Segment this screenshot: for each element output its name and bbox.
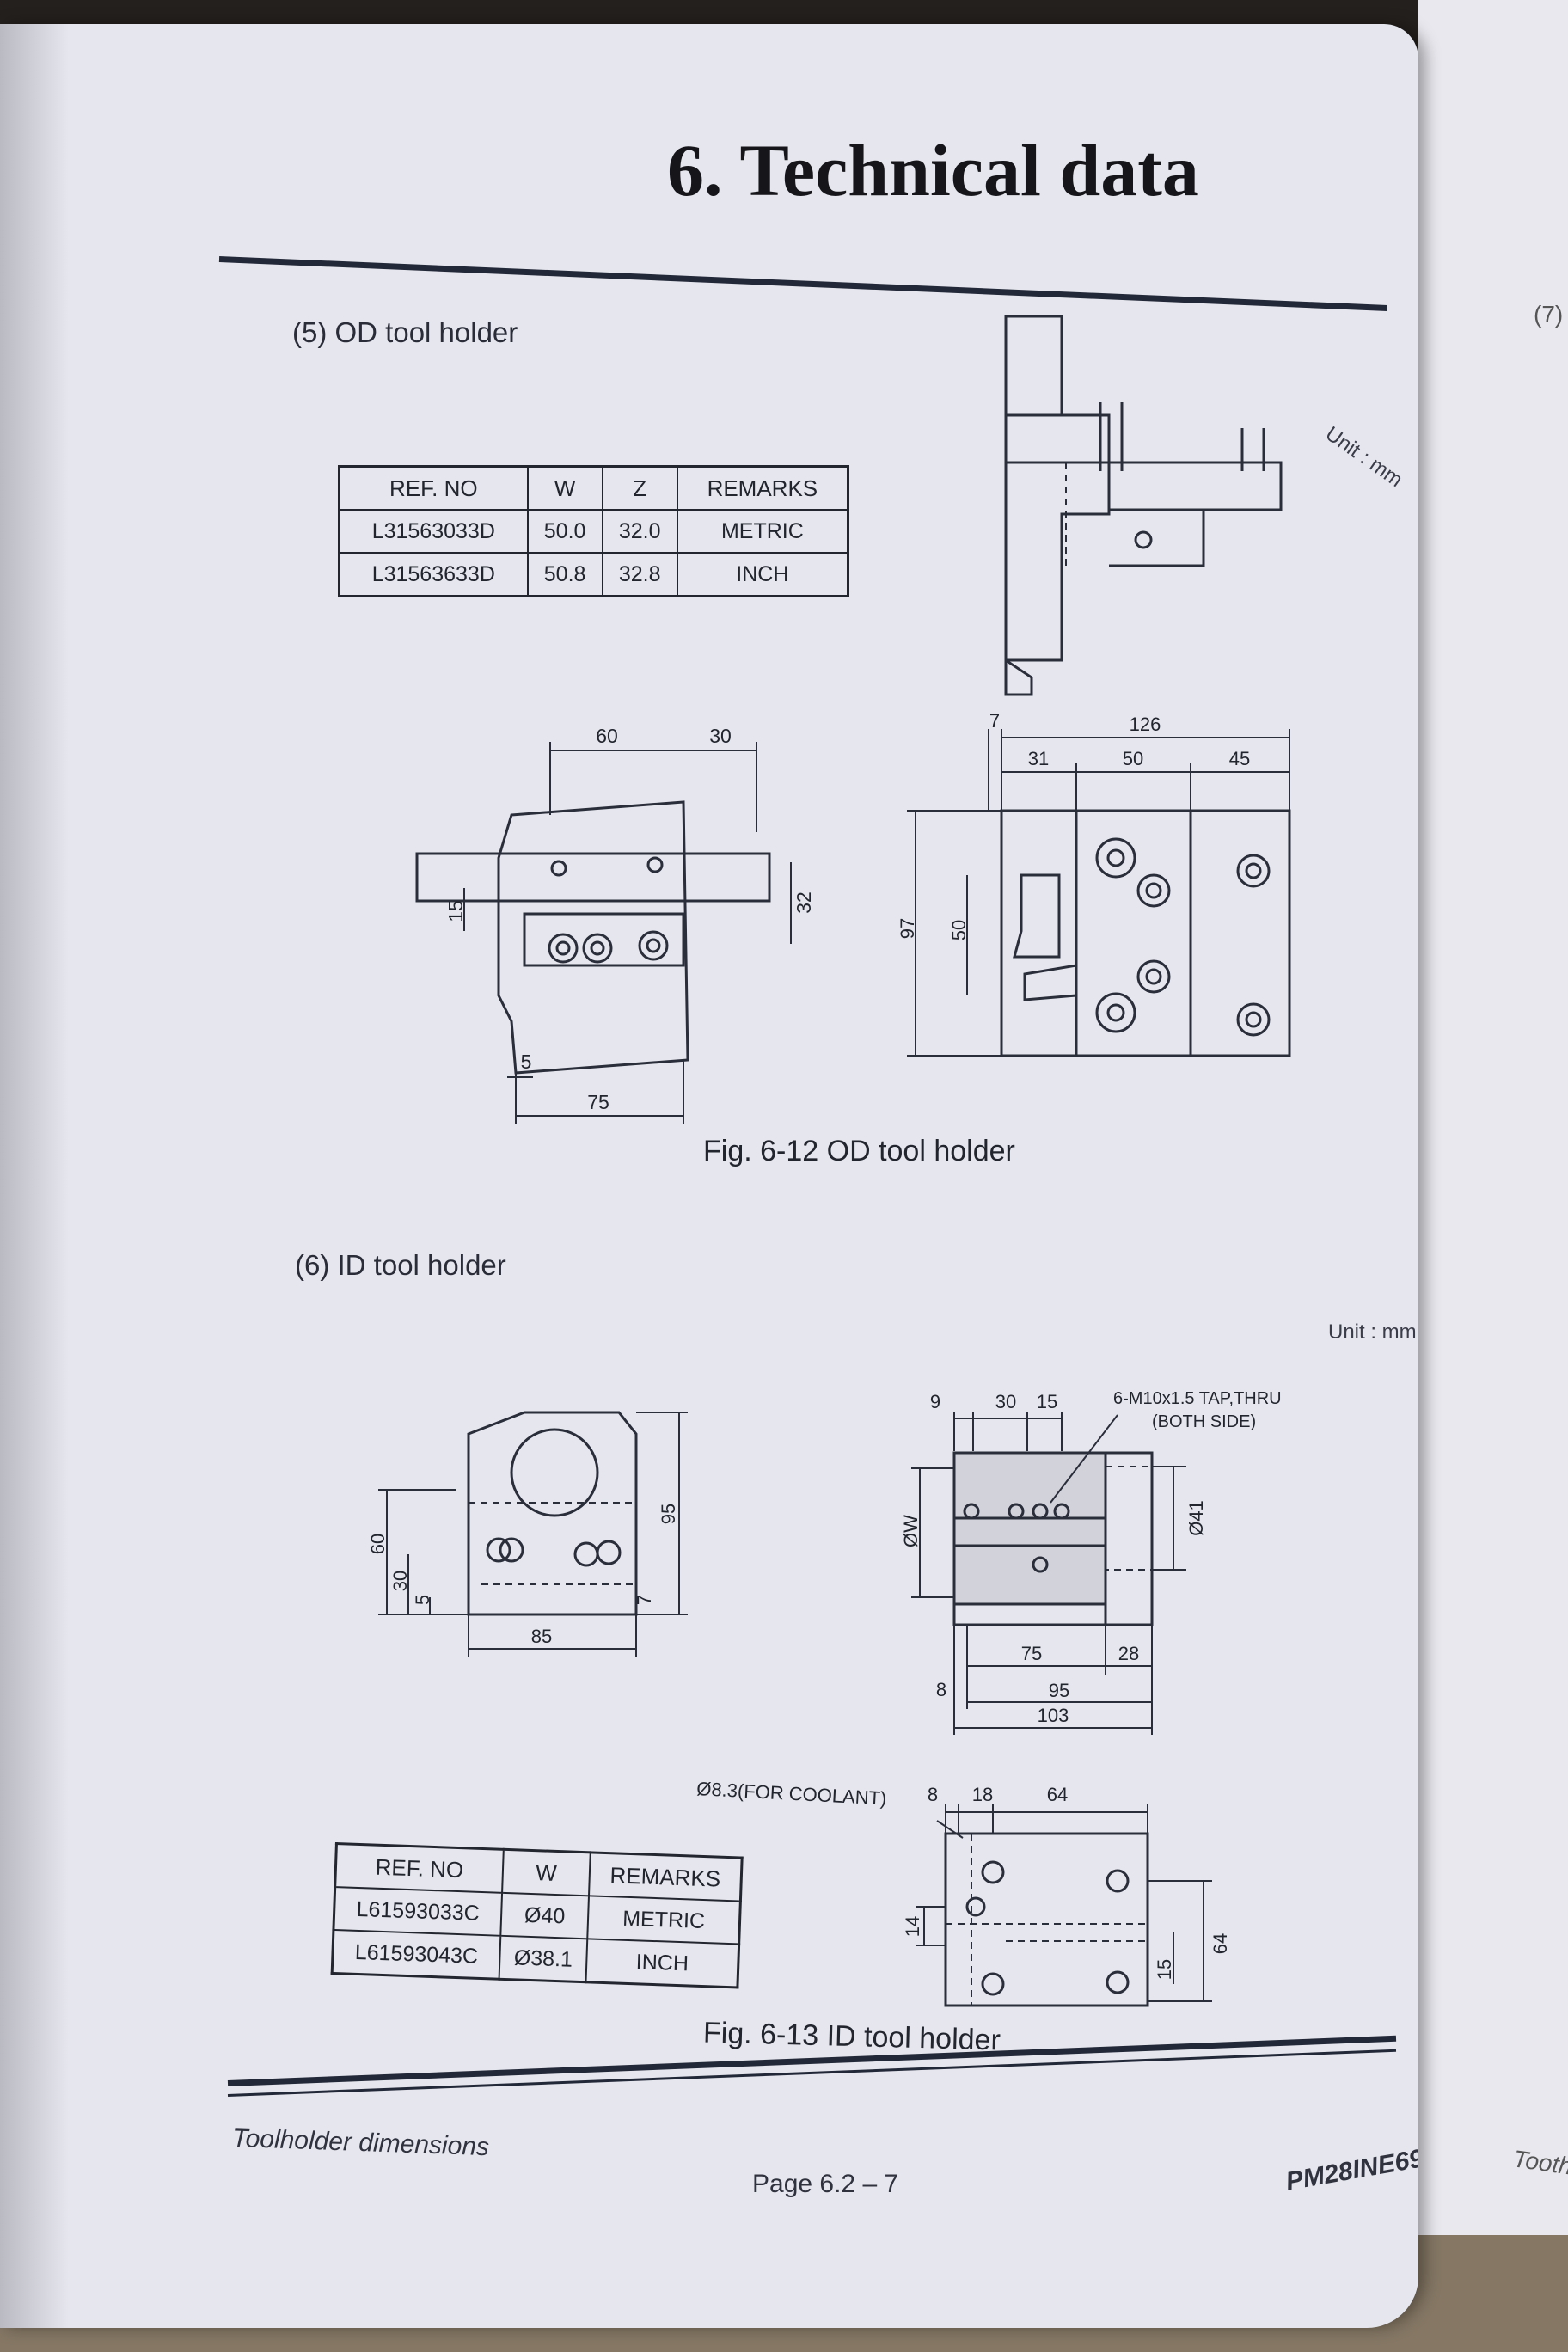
dim-9: 9 xyxy=(930,1391,940,1412)
table-header-cell: W xyxy=(526,465,603,511)
dim-95: 95 xyxy=(1049,1680,1069,1701)
table-cell: 32.8 xyxy=(601,552,678,597)
table-header-cell: REMARKS xyxy=(589,1852,743,1902)
adjacent-page-heading: (7) xyxy=(1534,301,1564,328)
page-title: 6. Technical data xyxy=(667,129,1199,211)
table-cell: INCH xyxy=(585,1939,739,1988)
table-cell: 50.0 xyxy=(526,509,603,554)
page-gutter-shadow xyxy=(0,24,69,2328)
table-header-cell: REMARKS xyxy=(676,465,849,511)
dim-7: 7 xyxy=(634,1595,655,1605)
dim-28: 28 xyxy=(1118,1643,1139,1664)
od-tool-side-drawing xyxy=(1004,315,1283,696)
dim-75: 75 xyxy=(587,1091,609,1113)
od-front-view-drawing: 60 30 15 32 5 75 xyxy=(415,725,815,1124)
dim-15: 15 xyxy=(444,900,467,922)
table-cell: Ø38.1 xyxy=(499,1935,588,1982)
dim-126: 126 xyxy=(1130,714,1161,735)
document-page: 6. Technical data (5) OD tool holder Uni… xyxy=(0,24,1418,2328)
od-side-view-drawing: 7 126 31 50 45 97 50 xyxy=(897,710,1291,1057)
dim-50-vertical: 50 xyxy=(948,920,970,940)
dim-60: 60 xyxy=(367,1534,389,1554)
dim-8: 8 xyxy=(928,1784,938,1805)
dim-64: 64 xyxy=(1047,1784,1068,1805)
table-cell: L61593043C xyxy=(332,1929,501,1980)
table-row: L31563033D 50.0 32.0 METRIC xyxy=(338,509,849,554)
table-cell: METRIC xyxy=(676,509,849,554)
footer-doc-code: PM28INE69 xyxy=(1283,2144,1418,2196)
dim-14: 14 xyxy=(902,1916,923,1937)
table-row: L31563633D 50.8 32.8 INCH xyxy=(338,552,849,597)
table-cell: 50.8 xyxy=(526,552,603,597)
id-spec-table: REF. NO W REMARKS L61593033C Ø40 METRIC … xyxy=(330,1842,744,1989)
table-header-row: REF. NO W Z REMARKS xyxy=(338,465,849,511)
table-header-cell: W xyxy=(501,1849,591,1896)
footer-section-name: Toolholder dimensions xyxy=(231,2123,490,2162)
id-unit-label: Unit : mm xyxy=(1328,1320,1417,1344)
dim-97: 97 xyxy=(897,918,918,939)
table-cell: L31563033D xyxy=(338,509,529,554)
dim-60: 60 xyxy=(596,725,618,747)
table-cell: METRIC xyxy=(587,1896,741,1945)
dim-18: 18 xyxy=(972,1784,993,1805)
dim-75: 75 xyxy=(1021,1643,1042,1664)
dim-15: 15 xyxy=(1037,1391,1057,1412)
table-header-cell: REF. NO xyxy=(338,465,529,511)
table-cell: L61593033C xyxy=(333,1887,502,1936)
dim-30: 30 xyxy=(389,1571,411,1591)
dim-8: 8 xyxy=(936,1679,946,1700)
table-cell: Ø40 xyxy=(500,1892,590,1939)
dim-45: 45 xyxy=(1229,748,1250,769)
dim-31: 31 xyxy=(1028,748,1049,769)
od-unit-label: Unit : mm xyxy=(1320,422,1407,493)
dim-diameter-41: Ø41 xyxy=(1185,1500,1207,1536)
id-section-heading: (6) ID tool holder xyxy=(295,1249,506,1281)
dim-7: 7 xyxy=(989,710,1000,732)
dim-32: 32 xyxy=(793,891,815,914)
dim-5: 5 xyxy=(412,1595,433,1605)
footer-page-number: Page 6.2 – 7 xyxy=(752,2170,899,2198)
dim-103: 103 xyxy=(1038,1705,1069,1726)
id-top-view-drawing: Ø8.3(FOR COOLANT) 8 18 64 14 15 64 xyxy=(696,1778,1231,2007)
od-figure-caption: Fig. 6-12 OD tool holder xyxy=(703,1135,1015,1167)
od-section-heading: (5) OD tool holder xyxy=(292,316,518,348)
table-cell: L31563633D xyxy=(338,552,529,597)
dim-30: 30 xyxy=(995,1391,1016,1412)
dim-95: 95 xyxy=(658,1504,679,1524)
dim-15: 15 xyxy=(1154,1959,1175,1980)
adjacent-page xyxy=(1418,0,1568,2352)
dim-85: 85 xyxy=(531,1626,552,1647)
dim-50: 50 xyxy=(1123,748,1143,769)
coolant-note: Ø8.3(FOR COOLANT) xyxy=(696,1778,887,1810)
tap-note: 6-M10x1.5 TAP,THRU xyxy=(1113,1389,1282,1408)
id-figure-caption: Fig. 6-13 ID tool holder xyxy=(702,2016,1001,2057)
dim-diameter-w: ØW xyxy=(900,1515,922,1547)
table-cell: INCH xyxy=(676,552,849,597)
table-header-cell: REF. NO xyxy=(334,1843,504,1893)
table-header-cell: Z xyxy=(601,465,678,511)
od-spec-table: REF. NO W Z REMARKS L31563033D 50.0 32.0… xyxy=(338,465,849,597)
both-side-note: (BOTH SIDE) xyxy=(1152,1412,1256,1431)
dim-64-vertical: 64 xyxy=(1210,1933,1231,1954)
id-side-view-drawing: 9 30 15 6-M10x1.5 TAP,THRU (BOTH SIDE) Ø… xyxy=(900,1389,1282,1735)
dim-5: 5 xyxy=(521,1050,532,1073)
dim-30: 30 xyxy=(709,725,732,747)
id-front-view-drawing: 60 30 5 7 95 85 xyxy=(367,1411,688,1657)
table-cell: 32.0 xyxy=(601,509,678,554)
